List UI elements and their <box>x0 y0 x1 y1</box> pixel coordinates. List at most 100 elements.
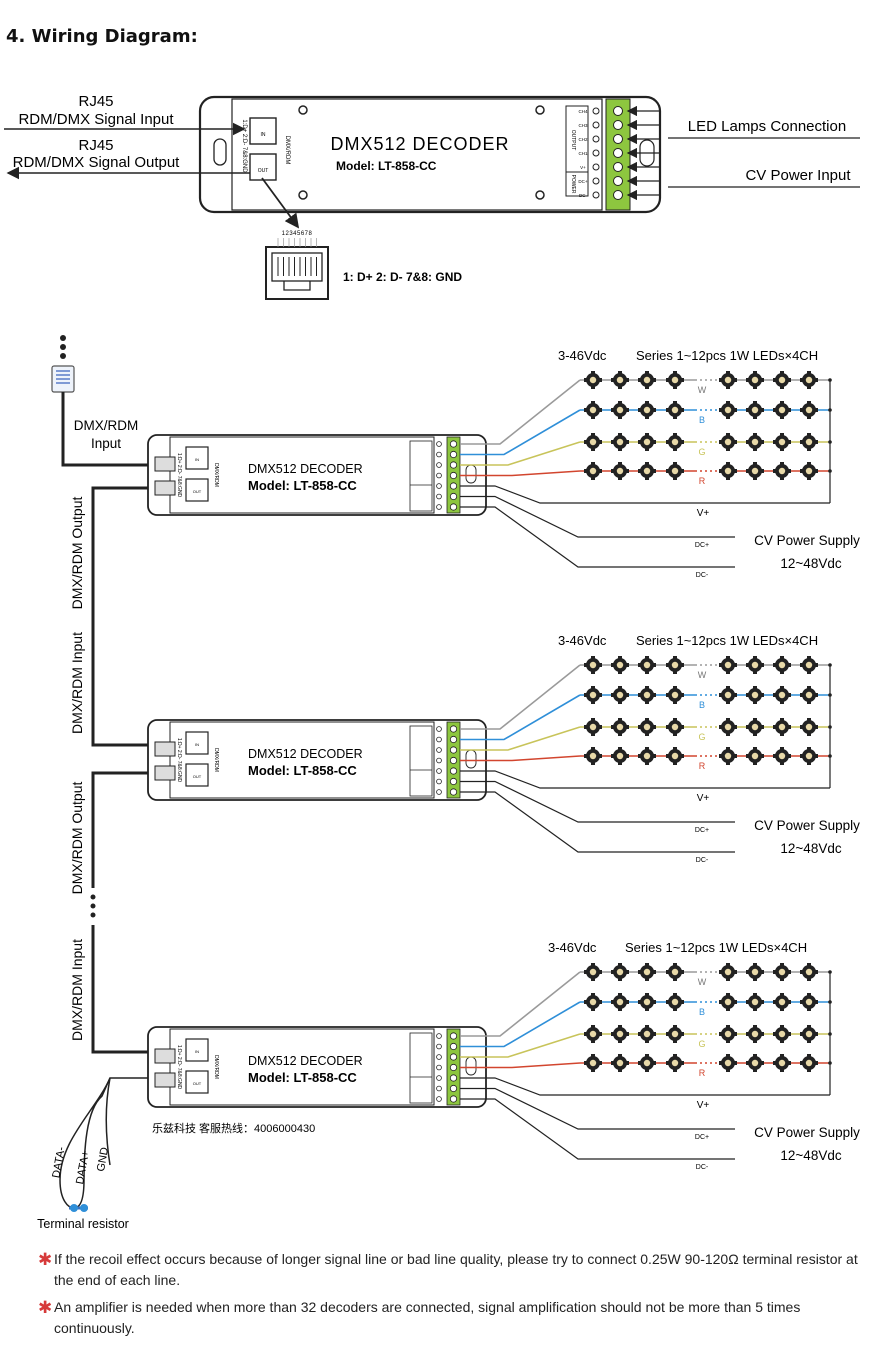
led-icon <box>719 1054 737 1072</box>
led-icon <box>611 686 629 704</box>
led-icon <box>584 401 602 419</box>
dcminus-wire <box>460 1098 735 1160</box>
rj45-jack-icon <box>265 238 329 300</box>
rj45-input-label: RJ45 <box>78 93 113 110</box>
led-icon <box>666 371 684 389</box>
led-icon <box>719 686 737 704</box>
led-icon <box>584 656 602 674</box>
dcminus-label: DC- <box>696 1164 709 1171</box>
series-label: Series 1~12pcs 1W LEDs×4CH <box>636 633 818 648</box>
dcplus-label: DC+ <box>695 542 709 549</box>
led-icon <box>584 686 602 704</box>
data-plus-label: DATA+ <box>74 1150 92 1186</box>
led-icon <box>746 371 764 389</box>
led-icon <box>800 747 818 765</box>
led-icon <box>746 1025 764 1043</box>
led-icon <box>611 747 629 765</box>
led-icon <box>773 1054 791 1072</box>
port-out-label: OUT <box>193 1081 202 1086</box>
pin-numbers: 12345678 <box>282 231 313 237</box>
dcplus-wire <box>460 495 735 538</box>
rj45-in-port <box>249 117 277 145</box>
dmx-source-dots <box>60 335 66 359</box>
led-icon <box>800 371 818 389</box>
led-icon <box>666 433 684 451</box>
side-port-labels: 1:D+ 2:D- 7&8:GND <box>176 1045 182 1090</box>
led-icon <box>584 433 602 451</box>
side-port-labels: 1:D+ 2:D- 7&8:GND <box>241 119 247 173</box>
dmx-rdm-side-label: DMX/RDM <box>213 1055 219 1079</box>
led-icon <box>773 433 791 451</box>
led-icon <box>773 718 791 736</box>
led-icon <box>638 718 656 736</box>
channel-label: R <box>699 761 706 771</box>
pinout-pointer-arrow <box>261 177 300 229</box>
dcplus-label: DC+ <box>695 1134 709 1141</box>
led-icon <box>719 656 737 674</box>
led-icon <box>773 401 791 419</box>
dcplus-wire <box>460 780 735 823</box>
led-icon <box>746 718 764 736</box>
dcplus-label: DC+ <box>695 827 709 834</box>
led-icon <box>611 963 629 981</box>
led-icon <box>800 462 818 480</box>
channel-wire <box>460 1001 581 1048</box>
led-icon <box>638 1025 656 1043</box>
led-icon <box>746 656 764 674</box>
voltage-label: 3-46Vdc <box>558 633 607 648</box>
output-label: OUTPUT <box>570 130 576 151</box>
led-icon <box>611 718 629 736</box>
vertical-output-label-1: DMX/RDM Output <box>69 496 85 609</box>
led-icon <box>719 718 737 736</box>
led-icon <box>746 1054 764 1072</box>
port-out-label: OUT <box>258 168 269 174</box>
led-icon <box>773 686 791 704</box>
led-icon <box>746 401 764 419</box>
led-lamps-connection-label: LED Lamps Connection <box>688 118 846 135</box>
led-icon <box>611 462 629 480</box>
asterisk-icon: ✱ <box>38 1298 53 1317</box>
led-icon <box>719 371 737 389</box>
decoder-model: Model: LT-858-CC <box>336 159 437 173</box>
decoder-model: Model: LT-858-CC <box>248 763 357 778</box>
led-icon <box>611 1025 629 1043</box>
cv-supply-label: CV Power Supply <box>754 1125 860 1140</box>
decoder-title: DMX512 DECODER <box>330 134 509 154</box>
led-icon <box>800 433 818 451</box>
led-icon <box>719 462 737 480</box>
terminal-indicator-dots <box>592 107 600 199</box>
signal-input-label: RDM/DMX Signal Input <box>18 111 174 128</box>
led-icon <box>719 1025 737 1043</box>
power-label: POWER <box>570 175 576 194</box>
channel-label: G <box>698 732 705 742</box>
port-out-label: OUT <box>193 489 202 494</box>
led-icon <box>800 718 818 736</box>
led-icon <box>746 993 764 1011</box>
led-icon <box>584 1025 602 1043</box>
side-port-labels: 1:D+ 2:D- 7&8:GND <box>176 738 182 783</box>
led-connection-arrows <box>626 105 661 201</box>
channel-wire <box>460 1062 581 1069</box>
decoder-title: DMX512 DECODER <box>248 1054 363 1068</box>
gnd-label: GND <box>95 1146 111 1172</box>
dmx-input-cable <box>61 392 150 467</box>
led-icon <box>584 1054 602 1072</box>
channel-label: R <box>699 476 706 486</box>
rj45-out-port <box>185 1070 209 1094</box>
dmx-rdm-side-label: DMX/RDM <box>284 136 290 165</box>
led-icon <box>638 1054 656 1072</box>
channel-label: G <box>698 1039 705 1049</box>
led-icon <box>611 993 629 1011</box>
channel-label: B <box>699 415 705 425</box>
led-icon <box>800 401 818 419</box>
dmx-rdm-input-label: DMX/RDM <box>74 418 139 433</box>
led-icon <box>666 718 684 736</box>
channel-wire <box>460 470 581 477</box>
top-decoder: IN OUT 1:D+ 2:D- 7&8:GND DMX/RDM DMX512 … <box>198 95 662 214</box>
channel-label: W <box>698 670 707 680</box>
channel-label: B <box>699 1007 705 1017</box>
led-icon <box>638 993 656 1011</box>
led-icon <box>746 963 764 981</box>
led-icon <box>746 747 764 765</box>
